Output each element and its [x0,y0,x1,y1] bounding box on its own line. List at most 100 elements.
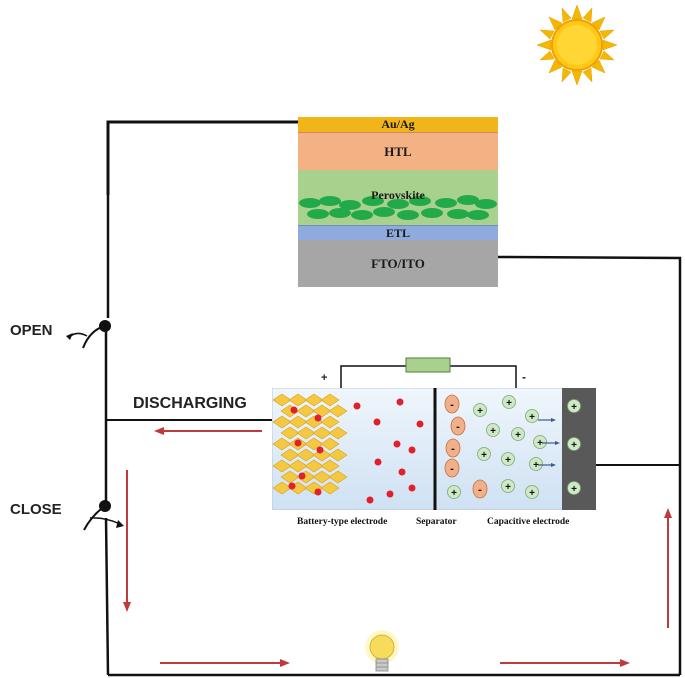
layer-etl: ETL [298,225,498,240]
switch-close-blade [83,505,106,531]
red-ion [408,446,416,454]
crystal-diamond [272,437,292,451]
cation-sign: + [529,488,535,499]
crystal-diamond [296,448,316,462]
wire-terminal-negative [450,365,517,388]
crystal-diamond [272,481,292,495]
crystal-diamond [296,404,316,418]
cation [525,409,539,423]
red-ion [314,414,322,422]
crystal-diamond [312,470,332,484]
switch-close-arrowhead [116,520,124,528]
crystal-diamond [304,459,324,473]
positive-terminal: + [321,372,328,384]
cation-sign: + [505,455,511,466]
red-ion [366,496,374,504]
cation-sign: + [451,488,457,499]
anion-sign: - [451,443,455,455]
red-ion [396,398,404,406]
anion [445,438,461,458]
anion [450,416,466,436]
layer-label-etl: ETL [385,225,410,240]
wire-terminal-positive [340,365,406,388]
crystal-diamond [288,459,308,473]
resistor [405,357,451,373]
cation-sign: + [481,450,487,461]
negative-terminal: - [522,370,526,384]
cation [529,457,543,471]
crystal-diamond [296,426,316,440]
layer-label-htl: HTL [384,143,412,159]
cation-sign: + [537,438,543,449]
crystal-diamond [280,426,300,440]
crystal-diamond [280,470,300,484]
anion [472,479,488,499]
perovskite-grain [435,198,457,208]
cation [501,479,515,493]
anion-sign: - [450,463,454,475]
crystal-diamond [312,404,332,418]
crystal-diamond [320,393,340,407]
perovskite-grain [457,195,479,205]
perovskite-grain [373,207,395,217]
switch-close-label: CLOSE [10,501,62,518]
caption-separator: Separator [416,517,457,527]
crystal-diamond [320,437,340,451]
perovskite-grain [339,200,361,210]
red-ion [294,439,302,447]
ion-flow-arrows [538,418,560,467]
collector-cation-sign: + [571,440,577,451]
perovskite-grain [475,199,497,209]
wire-right [497,255,682,675]
red-ion [373,418,381,426]
caption-battery-electrode: Battery-type electrode [297,517,388,527]
collector-cation [567,437,581,451]
switch-open-label: OPEN [10,322,53,339]
anion [444,458,460,478]
cation [501,452,515,466]
crystal-diamond [328,404,348,418]
cation-sign: + [490,426,496,437]
perovskite-grain [299,198,321,208]
perovskite-grain [421,208,443,218]
crystal-diamond [288,393,308,407]
perovskite-grain [319,196,341,206]
anion-sign: - [456,421,460,433]
red-ion [393,440,401,448]
perovskite-grain [329,208,351,218]
cations: ++++++++++++ [447,395,547,499]
red-ion [398,468,406,476]
switch-open-blade [82,325,106,349]
crystal-diamond [328,426,348,440]
crystal-diamond [320,481,340,495]
layer-label-au-ag: Au/Ag [381,117,415,131]
red-ion [288,482,296,490]
layer-label-fto-ito: FTO/ITO [371,255,425,271]
discharging-label: DISCHARGING [133,395,247,412]
red-ion [374,458,382,466]
cation [533,435,547,449]
red-ions [288,398,424,504]
perovskite-grain [362,196,384,206]
crystal-diamond [304,393,324,407]
crystal-diamond [288,415,308,429]
red-ion [353,402,361,410]
layer-htl: HTL [298,132,498,170]
cation-sign: + [506,398,512,409]
current-arrows [123,427,672,667]
perovskite-grain [307,209,329,219]
caption-capacitive-electrode: Capacitive electrode [487,517,570,527]
cation [473,403,487,417]
perovskite-grain [467,210,489,220]
cation [502,395,516,409]
cation [511,427,525,441]
collector-ions: +++ [567,399,581,495]
cation [525,485,539,499]
layer-au-ag: Au/Ag [298,117,498,132]
cation-sign: + [533,460,539,471]
anion [444,394,460,414]
crystal-diamond [328,448,348,462]
cation [486,423,500,437]
